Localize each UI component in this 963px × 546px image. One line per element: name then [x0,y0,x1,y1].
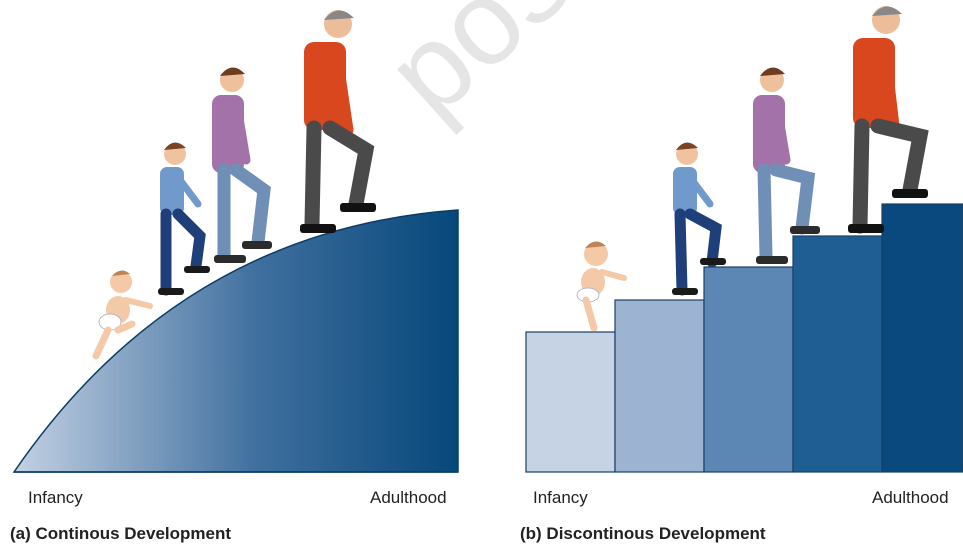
child-figure-b [672,142,726,296]
baby-figure-a [92,270,153,360]
continuous-panel [12,10,459,473]
infancy-label-b: Infancy [533,488,588,507]
step-4 [792,235,883,473]
infancy-label-a: Infancy [28,488,83,507]
adulthood-label-a: Adulthood [370,488,447,507]
adult-figure-a [300,10,376,233]
discontinuous-panel [525,6,963,473]
adulthood-label-b: Adulthood [872,488,949,507]
baby-figure-b [576,241,627,332]
step-5 [881,203,963,473]
adult-figure-b [848,6,929,234]
continuous-curve [12,209,459,473]
teen-figure-b [753,67,820,264]
caption-a: (a) Continous Development [10,524,232,543]
teen-figure-a [212,67,272,263]
step-3 [703,266,794,473]
child-figure-a [158,142,210,296]
caption-b: (b) Discontinous Development [520,524,766,543]
step-2 [614,299,705,473]
step-1 [525,331,616,473]
